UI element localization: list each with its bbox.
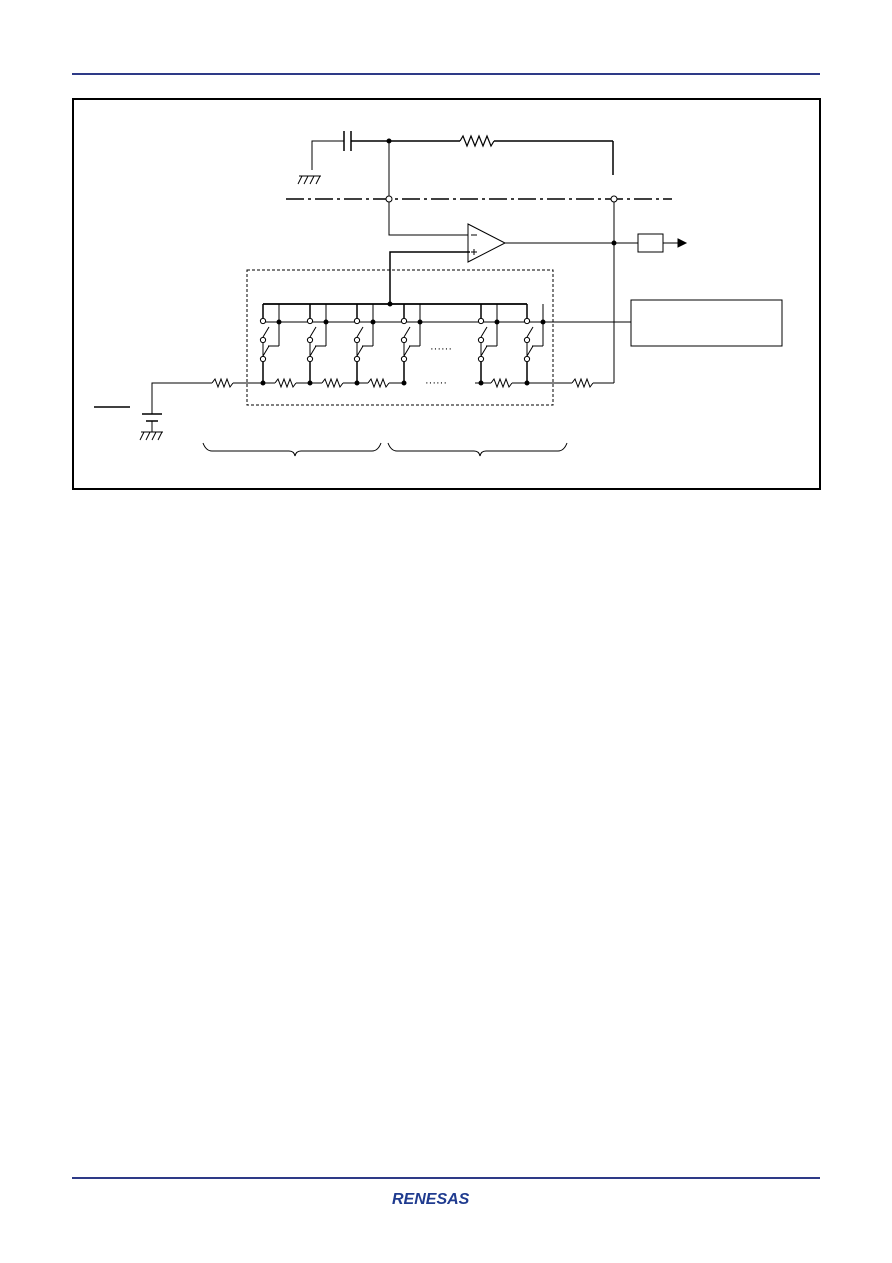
renesas-logo: RENESAS	[392, 1191, 470, 1208]
ladder-boundary	[246, 269, 554, 406]
dac-circuit-diagram: ······ ······	[72, 98, 821, 490]
switch-upper-contact	[259, 336, 267, 344]
terminal-right	[610, 195, 618, 203]
figure-frame	[72, 98, 821, 490]
switch-upper-contact	[353, 317, 361, 325]
feedback-network	[311, 131, 614, 175]
switch-upper-contact	[477, 336, 485, 344]
switch-upper-contact	[353, 336, 361, 344]
continuation-dots-upper: ······	[430, 343, 452, 355]
switch-upper-contact	[400, 317, 408, 325]
switch-lower-blade	[309, 345, 317, 357]
switch-lower-contact	[306, 355, 314, 363]
terminal-left	[385, 195, 393, 203]
register-box	[630, 299, 783, 347]
switch-lower-contact	[477, 355, 485, 363]
resistor-ladder	[211, 377, 614, 389]
ground-symbol-top	[297, 175, 321, 185]
reference-source	[94, 382, 212, 441]
switch-lower-contact	[353, 355, 361, 363]
switch-lower-blade	[480, 345, 488, 357]
renesas-logo-text: RENESAS	[392, 1191, 470, 1208]
switch-upper-blade	[403, 326, 411, 338]
continuation-dots-lower: ······	[425, 377, 447, 389]
switch-upper-contact	[306, 336, 314, 344]
switch-lower-contact	[259, 355, 267, 363]
bit-group-brace-left	[202, 442, 382, 457]
switch-lower-blade	[356, 345, 364, 357]
switch-lower-blade	[526, 345, 534, 357]
output-buffer-box	[637, 233, 664, 253]
switch-lower-contact	[400, 355, 408, 363]
switch-upper-contact	[477, 317, 485, 325]
switch-upper-contact	[400, 336, 408, 344]
switch-upper-blade	[309, 326, 317, 338]
switch-lower-blade	[403, 345, 411, 357]
header-rule	[72, 73, 820, 75]
switch-lower-contact	[523, 355, 531, 363]
output-arrow-icon	[677, 238, 688, 248]
switch-upper-contact	[306, 317, 314, 325]
switch-array	[259, 304, 546, 386]
switch-lower-blade	[262, 345, 270, 357]
op-amp	[467, 223, 638, 263]
switch-upper-contact	[523, 317, 531, 325]
bit-group-brace-right	[387, 442, 568, 457]
switch-upper-contact	[523, 336, 531, 344]
switch-upper-blade	[526, 326, 534, 338]
footer-rule	[72, 1177, 820, 1179]
switch-upper-blade	[262, 326, 270, 338]
switch-upper-contact	[259, 317, 267, 325]
switch-upper-blade	[356, 326, 364, 338]
switch-upper-blade	[480, 326, 488, 338]
